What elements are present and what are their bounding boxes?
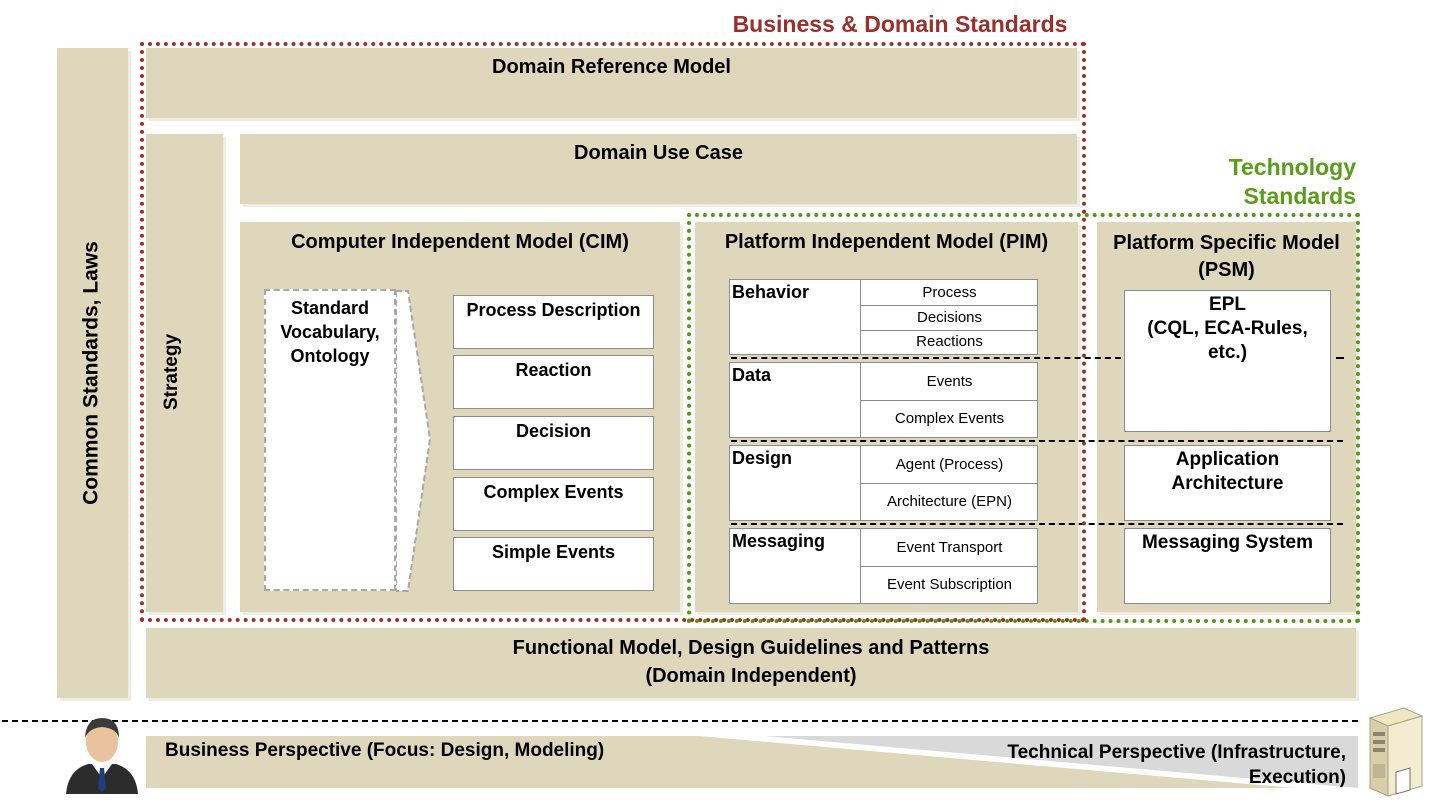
pim-item: Architecture (EPN)	[860, 483, 1038, 520]
common-standards-label: Common Standards, Laws	[79, 241, 103, 505]
businessman-icon	[66, 718, 138, 794]
common-standards-panel: Common Standards, Laws	[57, 48, 128, 698]
separator-line	[1336, 357, 1344, 359]
epl-box: EPL (CQL, ECA-Rules, etc.)	[1124, 290, 1331, 432]
process-description-box: Process Description	[453, 295, 654, 349]
separator-line	[731, 523, 1343, 525]
pim-item: Complex Events	[860, 400, 1038, 437]
simple-events-box: Simple Events	[453, 537, 654, 591]
pim-row-messaging: Messaging Event Transport Event Subscrip…	[729, 528, 1038, 604]
vocabulary-line-1: Standard	[290, 298, 369, 318]
technical-perspective-line-1: Technical Perspective (Infrastructure,	[1007, 742, 1346, 763]
pim-item: Reactions	[860, 330, 1038, 354]
messaging-system-label: Messaging System	[1141, 532, 1314, 553]
pim-item: Decisions	[860, 305, 1038, 331]
business-perspective-label: Business Perspective (Focus: Design, Mod…	[165, 740, 605, 761]
cim-title: Computer Independent Model (CIM)	[291, 231, 629, 253]
domain-use-case: Domain Use Case	[240, 134, 1077, 204]
technology-standards-border	[687, 213, 1360, 623]
technology-standards-line-2: Standards	[1243, 183, 1356, 209]
separator-line	[731, 357, 1121, 359]
behavior-label: Behavior	[732, 282, 810, 302]
decision-box: Decision	[453, 416, 654, 470]
server-icon	[1368, 707, 1424, 797]
psm-title: Platform Specific Model (PSM)	[1097, 230, 1356, 284]
domain-reference-model-label: Domain Reference Model	[492, 56, 731, 78]
pim-row-behavior: Behavior Process Decisions Reactions	[729, 279, 1038, 355]
application-architecture-line-2: Architecture	[1171, 473, 1284, 494]
epl-line-2: (CQL, ECA-Rules,	[1147, 318, 1308, 339]
pim-item: Event Transport	[860, 529, 1038, 567]
pim-row-data: Data Events Complex Events	[729, 362, 1038, 438]
psm-title-line-1: Platform Specific Model	[1113, 232, 1340, 254]
data-label: Data	[732, 365, 772, 385]
epl-line-3: etc.)	[1207, 342, 1248, 363]
vocabulary-line-3: Ontology	[290, 346, 370, 366]
pim-title: Platform Independent Model (PIM)	[724, 231, 1049, 253]
reaction-box: Reaction	[453, 355, 654, 409]
pim-row-design: Design Agent (Process) Architecture (EPN…	[729, 445, 1038, 521]
technical-perspective-line-2: Execution)	[1248, 767, 1346, 788]
business-domain-standards-label: Business & Domain Standards	[732, 11, 1068, 37]
application-architecture-line-1: Application	[1175, 449, 1280, 470]
technology-standards-line-1: Technology	[1228, 154, 1356, 180]
cim-panel: Computer Independent Model (CIM) Standar…	[240, 222, 680, 612]
perspective-divider	[2, 720, 1358, 722]
pim-item: Process	[860, 280, 1038, 306]
vocabulary-arrow	[396, 290, 432, 592]
messaging-label: Messaging	[732, 531, 826, 551]
application-architecture-box: Application Architecture	[1124, 445, 1331, 521]
design-label: Design	[732, 448, 793, 468]
functional-model-line-2: (Domain Independent)	[645, 665, 857, 687]
functional-model-panel: Functional Model, Design Guidelines and …	[146, 628, 1356, 698]
separator-line	[731, 440, 1343, 442]
vocabulary-line-2: Vocabulary,	[280, 322, 380, 342]
vocabulary-label: Standard Vocabulary, Ontology	[264, 294, 396, 368]
psm-title-line-2: (PSM)	[1198, 259, 1255, 281]
technology-standards-label: Technology Standards	[1180, 153, 1356, 211]
epl-line-1: EPL	[1209, 294, 1246, 315]
domain-reference-model: Domain Reference Model	[146, 48, 1077, 118]
vocabulary-box	[264, 289, 396, 591]
complex-events-box: Complex Events	[453, 477, 654, 531]
domain-use-case-label: Domain Use Case	[574, 142, 743, 164]
technical-perspective-label: Technical Perspective (Infrastructure, E…	[900, 740, 1346, 790]
pim-item: Agent (Process)	[860, 446, 1038, 484]
business-domain-standards-border	[140, 42, 1086, 622]
strategy-panel: Strategy	[146, 134, 223, 612]
pim-item: Events	[860, 363, 1038, 401]
pim-item: Event Subscription	[860, 566, 1038, 603]
functional-model-line-1: Functional Model, Design Guidelines and …	[512, 637, 990, 659]
perspective-bands	[146, 736, 1358, 788]
messaging-system-box: Messaging System	[1124, 528, 1331, 604]
